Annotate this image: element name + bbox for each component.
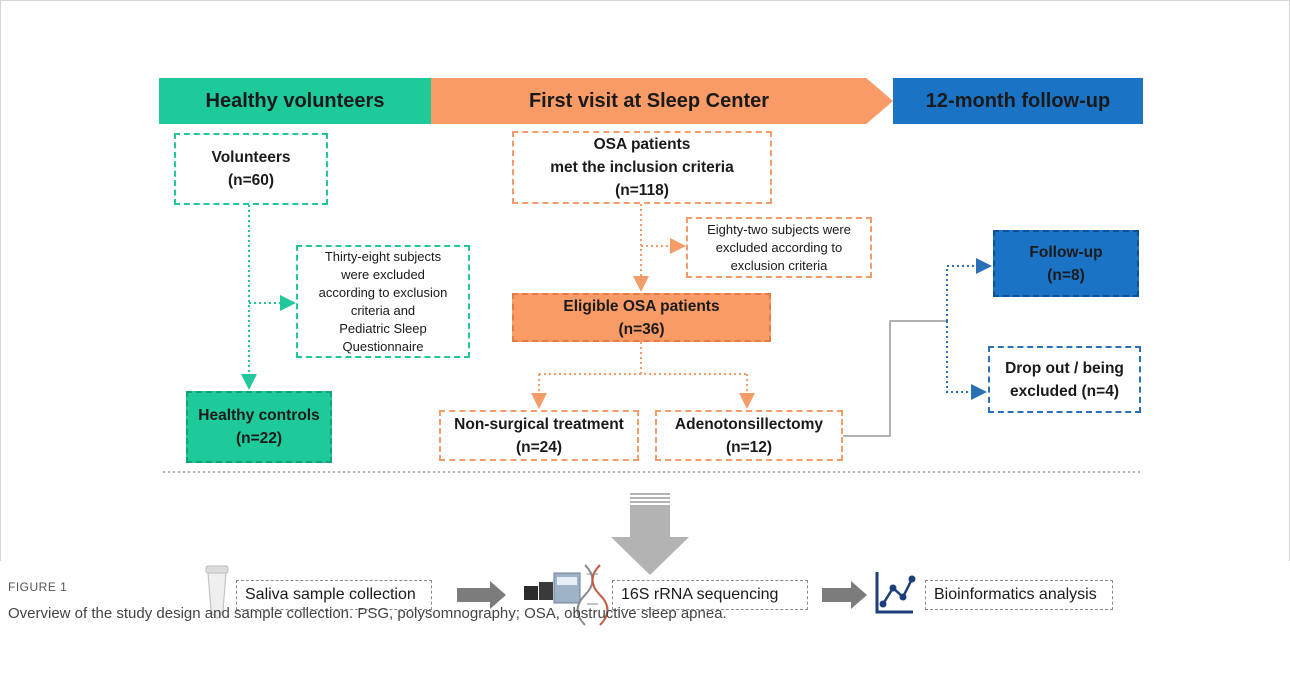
non-surgical-count: (n=24) <box>515 438 563 456</box>
excluded-healthy-line: Questionnaire <box>342 338 424 354</box>
follow-up-title: Follow-up <box>1029 243 1103 261</box>
excluded-healthy-line: criteria and <box>350 302 416 318</box>
connector-to-follow-up <box>946 258 992 321</box>
banner-follow-up: 12-month follow-up <box>893 78 1143 124</box>
follow-up-count: (n=8) <box>1047 266 1085 284</box>
excluded-healthy-line: were excluded <box>341 266 425 282</box>
osa-patients-count: (n=118) <box>615 182 669 199</box>
pipeline-arrow-1 <box>457 581 506 609</box>
sequencing-box: 16S rRNA sequencing <box>612 580 808 610</box>
follow-up-box: Follow-up (n=8) <box>993 230 1139 297</box>
saliva-tube-icon <box>205 565 229 619</box>
osa-patients-box: OSA patients met the inclusion criteria … <box>512 131 772 204</box>
eligible-osa-box: Eligible OSA patients (n=36) <box>512 293 771 342</box>
excluded-osa-line: Eighty-two subjects were <box>707 221 851 237</box>
analysis-chart-icon <box>875 572 916 614</box>
banner-healthy-volunteers: Healthy volunteers <box>159 78 431 124</box>
connector-adeno-to-branch <box>843 320 947 437</box>
bioinformatics-box: Bioinformatics analysis <box>925 580 1113 610</box>
non-surgical-title: Non-surgical treatment <box>454 415 624 433</box>
figure-caption: Overview of the study design and sample … <box>8 605 727 622</box>
saliva-collection-box: Saliva sample collection <box>236 580 432 610</box>
excluded-osa-box: Eighty-two subjects were excluded accord… <box>686 217 872 278</box>
healthy-controls-count: (n=22) <box>235 430 283 447</box>
adenotonsillectomy-box: Adenotonsillectomy (n=12) <box>655 410 843 461</box>
volunteers-count: (n=60) <box>227 172 275 189</box>
adenotonsillectomy-title: Adenotonsillectomy <box>674 415 824 433</box>
volunteers-box: Volunteers (n=60) <box>174 133 328 205</box>
banner-first-visit: First visit at Sleep Center <box>431 78 893 124</box>
drop-out-line: Drop out / being <box>1005 359 1124 377</box>
drop-out-line: excluded (n=4) <box>1010 382 1119 400</box>
healthy-controls-title: Healthy controls <box>198 407 320 424</box>
figure-label: FIGURE 1 <box>8 580 68 594</box>
excluded-healthy-line: according to exclusion <box>318 284 448 300</box>
pipeline-arrow-2 <box>822 581 867 609</box>
non-surgical-box: Non-surgical treatment (n=24) <box>439 410 639 461</box>
excluded-healthy-line: Thirty-eight subjects <box>324 248 442 264</box>
adenotonsillectomy-count: (n=12) <box>725 438 773 456</box>
connector-to-drop-out <box>946 321 987 400</box>
drop-out-box: Drop out / being excluded (n=4) <box>988 346 1141 413</box>
excluded-osa-line: excluded according to <box>715 239 843 255</box>
down-arrow-icon <box>611 493 689 575</box>
osa-patients-line: OSA patients <box>593 136 691 153</box>
excluded-healthy-box: Thirty-eight subjects were excluded acco… <box>296 245 470 358</box>
eligible-osa-count: (n=36) <box>618 320 665 338</box>
volunteers-title: Volunteers <box>211 149 291 166</box>
excluded-healthy-line: Pediatric Sleep <box>339 320 427 336</box>
eligible-osa-title: Eligible OSA patients <box>563 297 720 315</box>
sequencer-dna-icon <box>524 564 609 626</box>
osa-patients-line: met the inclusion criteria <box>550 159 734 176</box>
excluded-osa-line: exclusion criteria <box>730 257 828 273</box>
healthy-controls-box: Healthy controls (n=22) <box>186 391 332 463</box>
